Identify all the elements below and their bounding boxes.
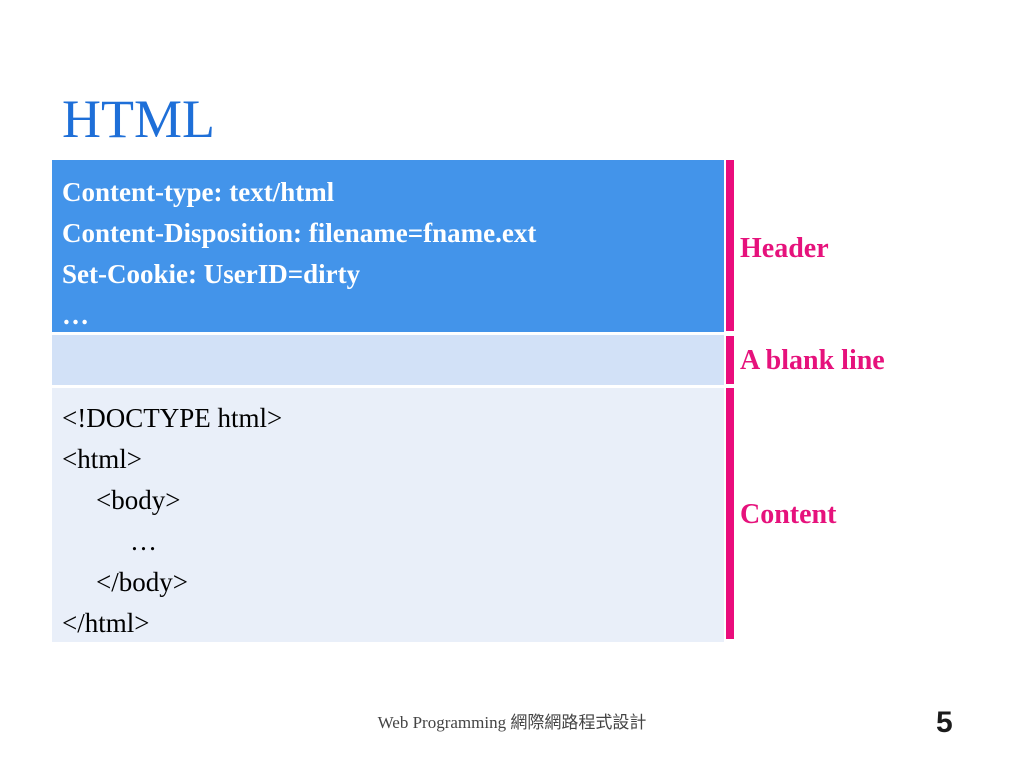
blank-line-label: A blank line	[740, 345, 885, 376]
blank-line-bracket	[726, 336, 734, 384]
header-line-content-type: Content-type: text/html	[62, 177, 335, 207]
content-line-body-open: <body>	[96, 485, 181, 515]
content-bracket	[726, 388, 734, 639]
page-number: 5	[936, 706, 953, 739]
content-line-ellipsis: …	[130, 526, 157, 556]
header-bracket	[726, 160, 734, 331]
footer-text: Web Programming 網際網路程式設計	[377, 713, 647, 732]
content-line-doctype: <!DOCTYPE html>	[62, 403, 283, 433]
header-line-ellipsis: …	[62, 300, 89, 330]
content-label: Content	[740, 499, 837, 530]
content-section: <!DOCTYPE html> <html> <body> … </body> …	[52, 388, 724, 642]
header-line-set-cookie: Set-Cookie: UserID=dirty	[62, 259, 361, 289]
header-line-content-disposition: Content-Disposition: filename=fname.ext	[62, 218, 537, 248]
header-section: Content-type: text/html Content-Disposit…	[52, 160, 724, 332]
http-response-table: Content-type: text/html Content-Disposit…	[52, 160, 724, 642]
content-line-html-close: </html>	[62, 608, 150, 638]
header-label: Header	[740, 233, 829, 264]
slide-title: HTML	[62, 89, 215, 149]
blank-line-section	[52, 335, 724, 385]
content-line-body-close: </body>	[96, 567, 188, 597]
content-line-html-open: <html>	[62, 444, 142, 474]
